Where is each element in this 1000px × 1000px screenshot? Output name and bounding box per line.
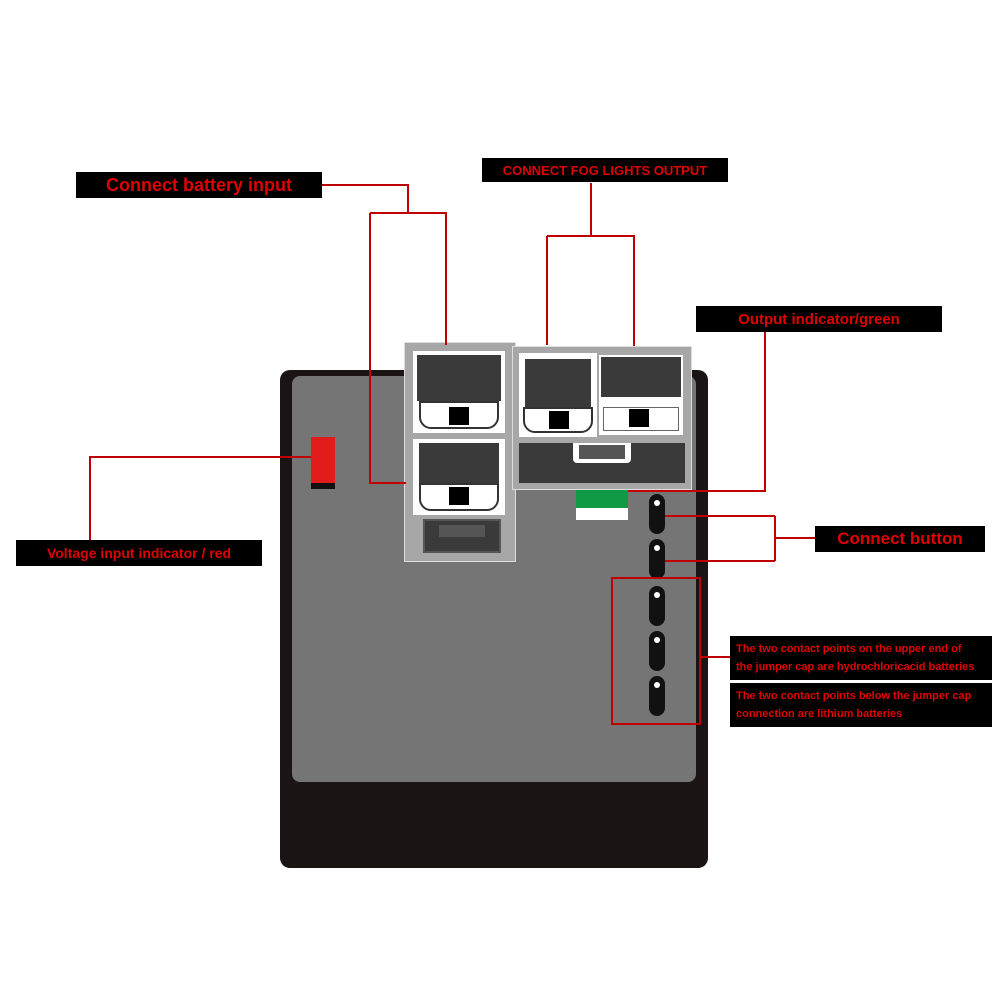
connect-button-leader [665, 515, 815, 562]
jumper-contact-2[interactable] [649, 631, 665, 671]
connect-button-label: Connect button [815, 526, 985, 552]
jumper-lower-line1: The two contact points below the jumper … [736, 690, 972, 702]
jumper-lower-line2: connection are lithium batteries [736, 708, 903, 720]
output-latch [519, 443, 685, 483]
jumper-contact-3[interactable] [649, 676, 665, 716]
battery-input-connector [404, 342, 516, 562]
fog-lights-output-connector [512, 346, 692, 490]
red-voltage-indicator-led [311, 437, 335, 489]
battery-input-label: Connect battery input [76, 172, 322, 198]
terminal-hole [549, 411, 569, 429]
jumper-bracket [611, 577, 732, 725]
jumper-upper-label: The two contact points on the upper end … [730, 636, 992, 680]
battery-leader-line [322, 184, 409, 213]
terminal-hole [449, 407, 469, 425]
battery-latch [423, 519, 501, 553]
battery-port-top [413, 351, 505, 433]
fog-lights-output-label: CONNECT FOG LIGHTS OUTPUT [482, 158, 728, 182]
jumper-contact-1[interactable] [649, 586, 665, 626]
jumper-lower-label: The two contact points below the jumper … [730, 683, 992, 727]
jumper-upper-line2: the jumper cap are hydrochloricacid batt… [736, 661, 975, 673]
connect-button-1[interactable] [649, 494, 665, 534]
terminal-hole [449, 487, 469, 505]
voltage-indicator-label: Voltage input indicator / red [16, 540, 262, 566]
fog-leader-branch [546, 235, 635, 346]
output-indicator-label: Output indicator/green [696, 306, 942, 332]
output-port-right [599, 355, 683, 435]
jumper-upper-line1: The two contact points on the upper end … [736, 643, 962, 655]
battery-port-bottom [413, 439, 505, 515]
voltage-leader [89, 456, 311, 540]
output-indicator-leader [628, 332, 766, 492]
output-port-left [519, 353, 597, 437]
terminal-hole [629, 409, 649, 427]
battery-leader-branch [369, 212, 447, 484]
connect-button-2[interactable] [649, 539, 665, 579]
green-output-indicator-led [576, 490, 628, 520]
